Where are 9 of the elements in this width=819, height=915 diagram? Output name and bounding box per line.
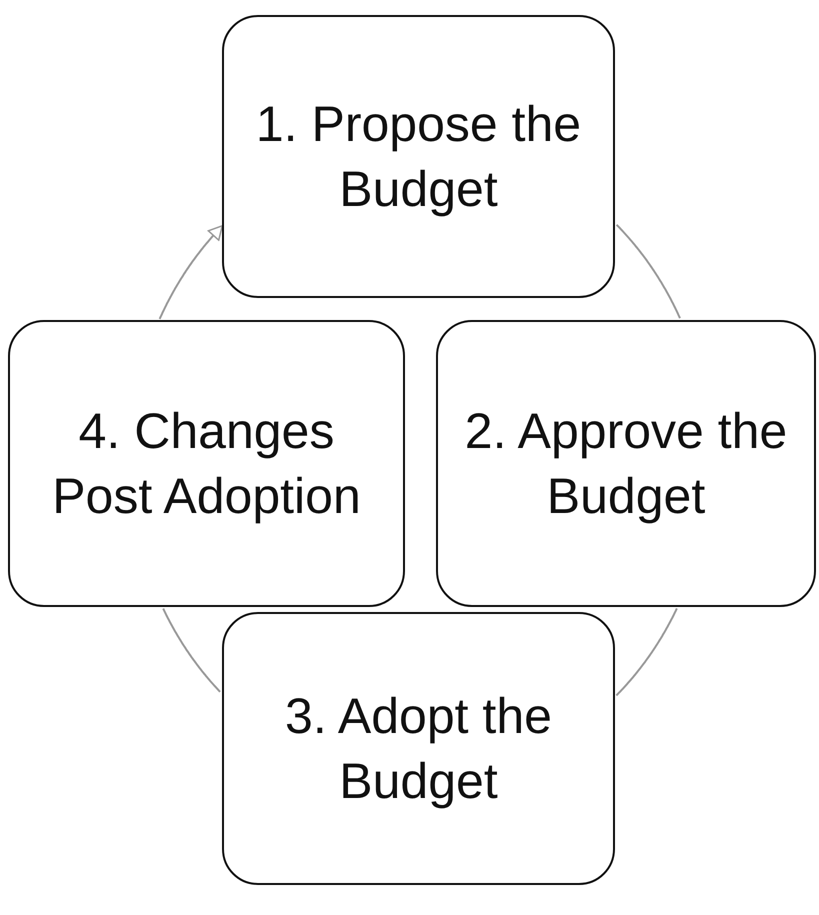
step-label: 1. Propose the Budget <box>254 94 582 218</box>
cycle-arrow <box>158 225 223 320</box>
step-label: 4. Changes Post Adoption <box>51 402 362 526</box>
step-box <box>222 15 615 298</box>
step-box <box>436 320 816 607</box>
step-label: 3. Adopt the Budget <box>284 686 553 810</box>
step-label: 2. Approve the Budget <box>464 402 788 526</box>
step-box <box>8 320 405 607</box>
step-box <box>222 612 615 885</box>
